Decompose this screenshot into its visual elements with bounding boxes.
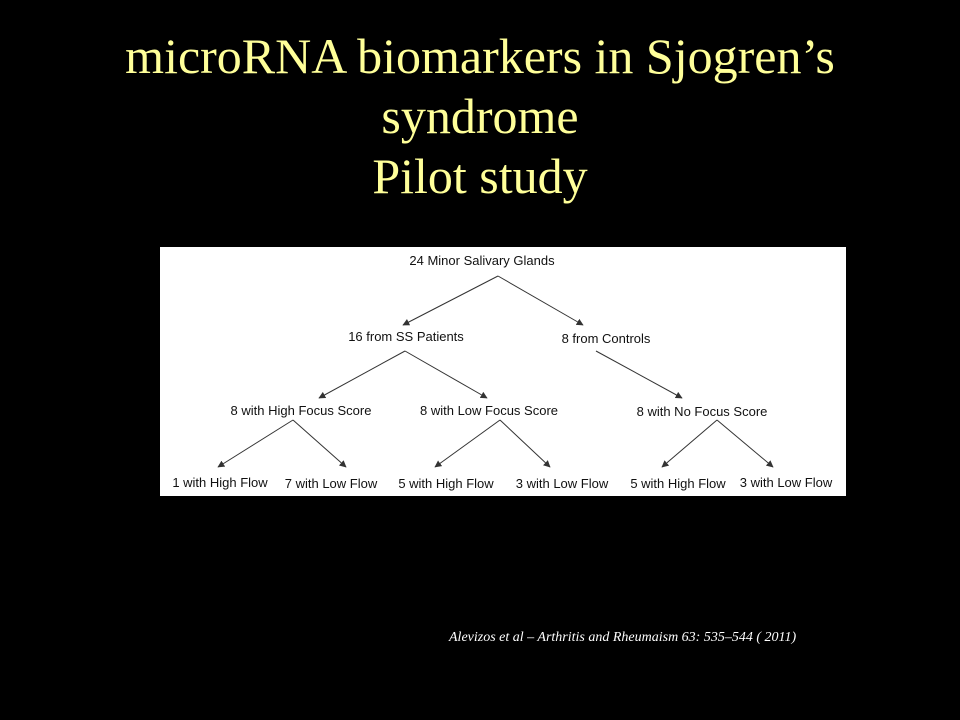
no-focus-node: 8 with No Focus Score xyxy=(636,404,768,419)
leaf-high-focus-high-flow: 1 with High Flow xyxy=(172,475,268,490)
arrow-ss-to-low-focus xyxy=(404,350,488,399)
ss-patients-node: 16 from SS Patients xyxy=(348,329,464,344)
arrow-no-focus-to-low-flow xyxy=(716,419,774,468)
arrow-high-focus-to-high-flow xyxy=(217,419,294,468)
arrow-high-focus-to-low-flow xyxy=(292,419,347,468)
arrow-controls-to-no-focus xyxy=(595,350,683,399)
citation: Alevizos et al – Arthritis and Rheumaism… xyxy=(449,630,797,645)
slide-title: microRNA biomarkers in Sjogren’s syndrom… xyxy=(0,26,960,206)
title-line-2: syndrome xyxy=(381,88,579,144)
root-node: 24 Minor Salivary Glands xyxy=(409,253,555,268)
high-focus-node: 8 with High Focus Score xyxy=(230,403,372,418)
controls-node: 8 from Controls xyxy=(561,331,651,346)
arrow-low-focus-to-low-flow xyxy=(499,419,551,468)
arrow-ss-to-high-focus xyxy=(318,350,406,399)
arrow-root-to-ss xyxy=(402,275,499,326)
low-focus-node: 8 with Low Focus Score xyxy=(419,403,559,418)
leaf-low-focus-high-flow: 5 with High Flow xyxy=(398,476,494,491)
arrow-low-focus-to-high-flow xyxy=(434,419,501,468)
arrow-no-focus-to-high-flow xyxy=(661,419,718,468)
leaf-no-focus-low-flow: 3 with Low Flow xyxy=(739,475,833,490)
title-line-3: Pilot study xyxy=(372,148,588,204)
diagram-arrows xyxy=(217,275,774,468)
leaf-low-focus-low-flow: 3 with Low Flow xyxy=(515,476,609,491)
arrow-root-to-controls xyxy=(497,275,584,326)
leaf-high-focus-low-flow: 7 with Low Flow xyxy=(284,476,378,491)
title-line-1: microRNA biomarkers in Sjogren’s xyxy=(125,28,835,84)
leaf-no-focus-high-flow: 5 with High Flow xyxy=(630,476,726,491)
flow-diagram: 24 Minor Salivary Glands 16 from SS Pati… xyxy=(160,247,846,496)
